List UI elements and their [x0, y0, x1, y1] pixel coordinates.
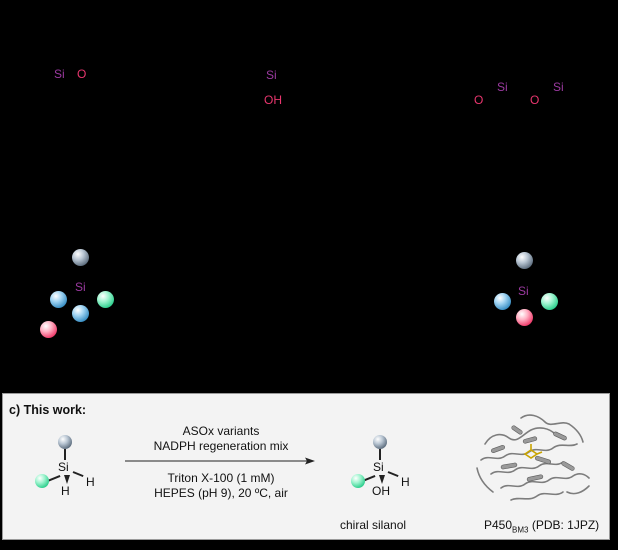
h-label: H — [401, 475, 410, 489]
si-label: Si — [54, 67, 65, 81]
substituent-sphere — [541, 293, 558, 310]
condition-text: Triton X-100 (1 mM) — [167, 471, 275, 485]
enzyme-label: P450BM3 (PDB: 1JPZ) — [484, 518, 600, 535]
substituent-sphere — [97, 291, 114, 308]
substituent-sphere — [35, 474, 49, 488]
condition-text: HEPES (pH 9), 20 ºC, air — [154, 486, 288, 500]
hashed-bond — [72, 471, 84, 478]
substituent-sphere — [50, 291, 67, 308]
condition-text: ASOx variants — [182, 424, 260, 438]
substituent-sphere — [516, 252, 533, 269]
o-label: O — [77, 67, 87, 81]
wedge-bond — [379, 475, 385, 484]
bond-line — [379, 449, 381, 460]
o-label: O — [530, 93, 540, 107]
panel-c: c) This work: Si H H ASOx variants NADPH… — [2, 393, 610, 540]
bond-line — [47, 475, 61, 482]
substituent-sphere — [72, 249, 89, 266]
si-label: Si — [553, 80, 564, 94]
si-label: Si — [58, 460, 69, 474]
oh-label: OH — [372, 484, 390, 498]
panel-title: c) This work: — [9, 403, 87, 417]
substituent-sphere — [351, 474, 365, 488]
substituent-sphere — [40, 321, 57, 338]
bond-line — [64, 449, 66, 460]
si-label: Si — [75, 280, 86, 294]
product-caption: chiral silanol — [340, 518, 407, 532]
hashed-bond — [387, 471, 399, 478]
protein-structure-image — [476, 414, 590, 501]
si-label: Si — [497, 80, 508, 94]
condition-text: NADPH regeneration mix — [153, 439, 289, 453]
reaction-arrow — [125, 457, 315, 465]
bond-line — [363, 475, 376, 481]
wedge-bond — [64, 475, 70, 484]
si-label: Si — [518, 284, 529, 298]
si-label: Si — [266, 68, 277, 82]
h-label: H — [86, 475, 95, 489]
h-label: H — [61, 484, 70, 498]
oh-label: OH — [264, 93, 282, 107]
substituent-sphere — [58, 435, 72, 449]
substituent-sphere — [494, 293, 511, 310]
substituent-sphere — [373, 435, 387, 449]
o-label: O — [474, 93, 484, 107]
substituent-sphere — [516, 309, 533, 326]
substituent-sphere — [72, 305, 89, 322]
si-label: Si — [373, 460, 384, 474]
